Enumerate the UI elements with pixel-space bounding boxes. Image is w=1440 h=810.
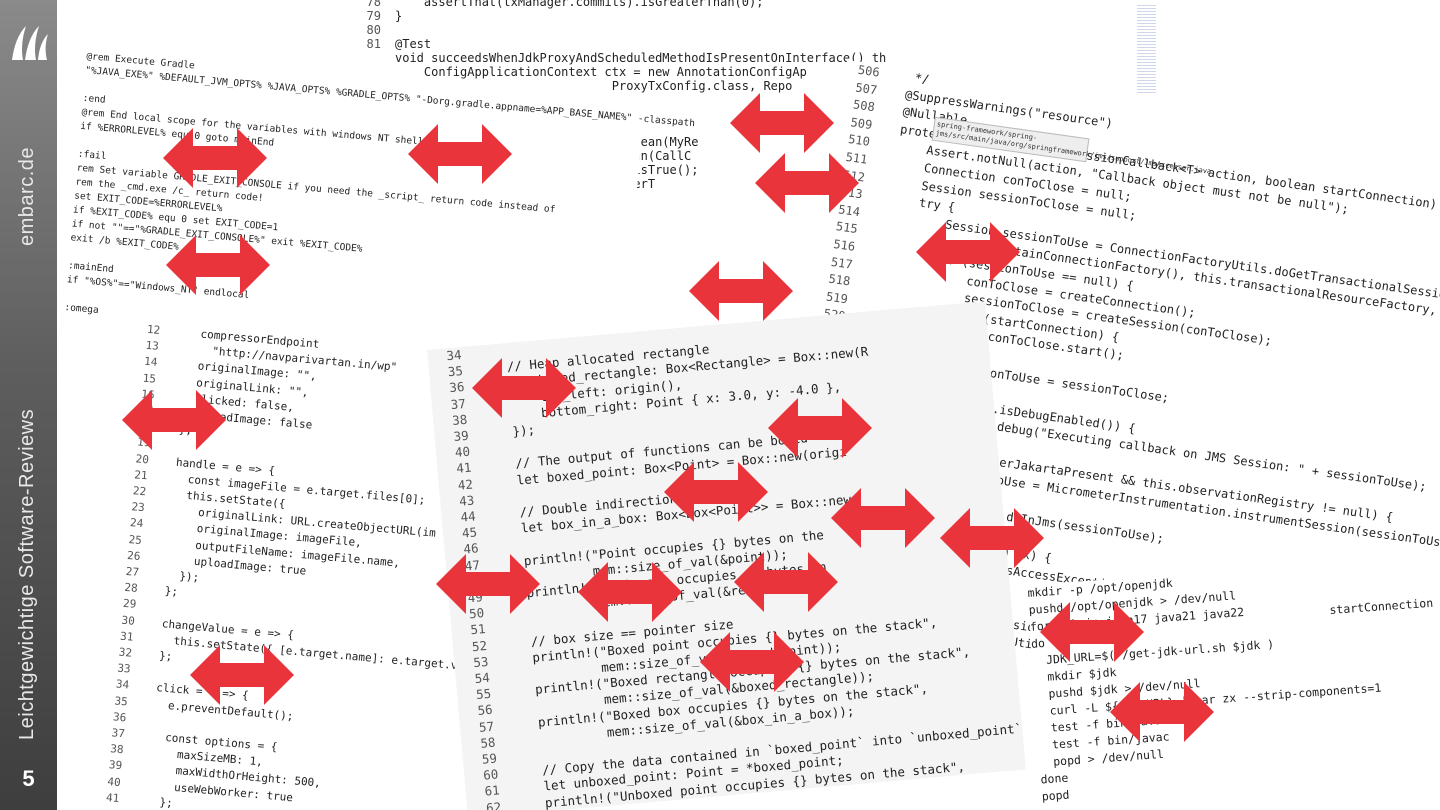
line-number: 80 — [366, 23, 381, 37]
code-text: ProxyTxConfig.class, Repo — [395, 79, 793, 93]
double-arrow-6 — [689, 261, 793, 321]
double-arrow-14 — [436, 554, 540, 614]
double-arrow-19 — [1110, 682, 1214, 742]
double-arrow-20 — [190, 645, 294, 705]
double-arrow-icon — [163, 128, 267, 188]
code-line: ConfigApplicationContext ctx = new Annot… — [347, 65, 1137, 79]
code-text — [140, 713, 141, 726]
code-text: void succeedsWhenJdkProxyAndScheduledMet… — [395, 51, 887, 65]
double-arrow-icon — [755, 153, 859, 213]
double-arrow-icon — [768, 398, 872, 458]
code-text: }; — [145, 648, 173, 664]
page-number: 5 — [22, 766, 35, 791]
code-line: 78 assertThat(txManager.commits).isGreat… — [347, 0, 1137, 9]
double-arrow-icon — [578, 562, 682, 622]
double-arrow-icon — [1040, 602, 1144, 662]
code-text: assertThat(txManager.commits).isGreaterT… — [395, 0, 764, 9]
code-text: }); — [152, 567, 200, 585]
double-arrow-9 — [122, 390, 226, 450]
double-arrow-icon — [730, 93, 834, 153]
double-arrow-icon — [166, 235, 270, 295]
line-number: 62 — [485, 798, 502, 810]
slide-subtitle: Leichtgewichtige Software-Reviews — [16, 408, 38, 740]
double-arrow-15 — [578, 562, 682, 622]
double-arrow-2 — [408, 124, 512, 184]
double-arrow-icon — [664, 462, 768, 522]
code-line: 80 — [347, 23, 1137, 37]
code-text — [144, 664, 145, 677]
double-arrow-4 — [730, 93, 834, 153]
brand-text: embarc.de — [16, 147, 38, 246]
code-text — [150, 600, 151, 613]
double-arrow-12 — [831, 488, 935, 548]
line-number: 81 — [366, 37, 381, 51]
double-arrow-icon — [916, 222, 1020, 282]
code-text: }); — [481, 421, 536, 442]
code-text: }; — [132, 793, 174, 810]
code-text: ConfigApplicationContext ctx = new Annot… — [395, 65, 807, 79]
line-number: 78 — [366, 0, 381, 9]
code-line: void succeedsWhenJdkProxyAndScheduledMet… — [347, 51, 1137, 65]
double-arrow-10 — [768, 398, 872, 458]
double-arrow-18 — [1040, 602, 1144, 662]
sail-logo-icon — [12, 26, 48, 60]
code-text — [510, 749, 511, 764]
code-snippet-batch: @rem Execute Gradle"%JAVA_EXE%" %DEFAULT… — [64, 50, 695, 358]
double-arrow-3 — [166, 235, 270, 295]
double-arrow-11 — [664, 462, 768, 522]
double-arrow-icon — [190, 645, 294, 705]
double-arrow-1 — [163, 128, 267, 188]
code-text — [492, 540, 493, 555]
double-arrow-5 — [755, 153, 859, 213]
code-text: } — [395, 9, 403, 23]
double-arrow-17 — [700, 632, 804, 692]
double-arrow-icon — [689, 261, 793, 321]
code-text: @Test — [395, 37, 432, 51]
double-arrow-icon — [122, 390, 226, 450]
line-number: 41 — [105, 790, 120, 806]
double-arrow-16 — [734, 552, 838, 612]
code-text — [483, 443, 484, 458]
double-arrow-icon — [436, 554, 540, 614]
double-arrow-7 — [916, 222, 1020, 282]
line-number: 79 — [366, 9, 381, 23]
double-arrow-icon — [700, 632, 804, 692]
code-line: 81 @Test — [347, 37, 1137, 51]
double-arrow-icon — [831, 488, 935, 548]
code-line: 79} — [347, 9, 1137, 23]
sidebar: embarc.de Leichtgewichtige Software-Revi… — [0, 0, 57, 810]
code-text — [488, 491, 489, 506]
code-text: */ — [892, 67, 931, 87]
double-arrow-icon — [734, 552, 838, 612]
code-line: ProxyTxConfig.class, Repo — [347, 79, 1137, 93]
double-arrow-icon — [472, 358, 576, 418]
double-arrow-icon — [1110, 682, 1214, 742]
code-text — [499, 620, 500, 635]
double-arrow-icon — [408, 124, 512, 184]
double-arrow-13 — [940, 508, 1044, 568]
double-arrow-icon — [940, 508, 1044, 568]
code-collage: 78 assertThat(txManager.commits).isGreat… — [57, 0, 1440, 810]
code-text: }; — [151, 583, 179, 599]
double-arrow-8 — [472, 358, 576, 418]
